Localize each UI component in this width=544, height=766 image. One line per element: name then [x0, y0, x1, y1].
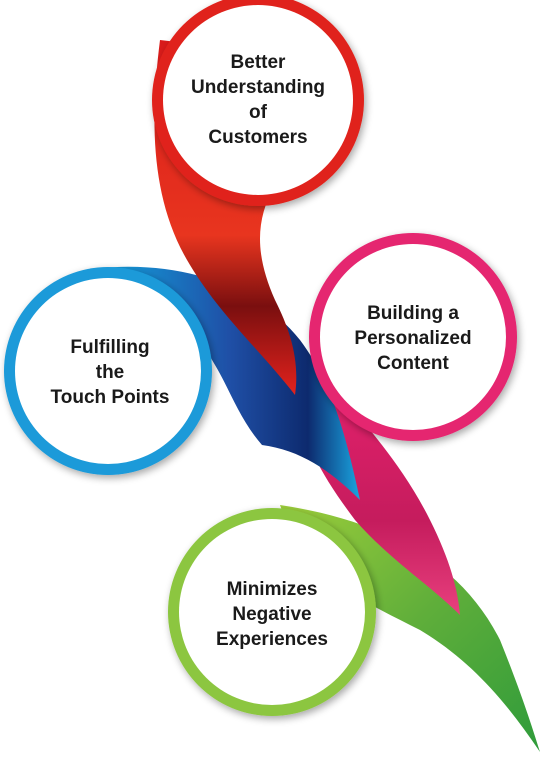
label-red-line-1: Better: [230, 52, 286, 73]
node-blue: [4, 267, 212, 475]
label-blue-line-2: the: [95, 361, 125, 383]
label-green-line-3: Experiences: [216, 628, 328, 650]
label-green-line-1: Minimizes: [226, 578, 318, 600]
label-pink: Building a Personalized Content: [323, 298, 503, 378]
label-green: Minimizes Negative Experiences: [182, 574, 362, 654]
blue-ribbon: [100, 266, 360, 500]
label-blue-line-1: Fulfilling: [70, 336, 150, 358]
label-blue-line-3: Touch Points: [50, 386, 170, 408]
node-pink: [309, 233, 517, 441]
label-pink-line-1: Building a: [367, 302, 459, 324]
label-red-line-2: Understanding: [190, 77, 326, 98]
label-red-line-3: of: [249, 102, 267, 123]
label-red: Better Understanding of Customers: [168, 45, 348, 155]
node-red: [152, 0, 364, 206]
label-blue: Fulfilling the Touch Points: [20, 332, 200, 412]
label-green-line-2: Negative: [232, 603, 312, 625]
label-red-line-4: Customers: [208, 127, 308, 148]
label-pink-line-3: Content: [377, 352, 449, 374]
label-pink-line-2: Personalized: [354, 327, 472, 349]
node-green: [168, 508, 376, 716]
